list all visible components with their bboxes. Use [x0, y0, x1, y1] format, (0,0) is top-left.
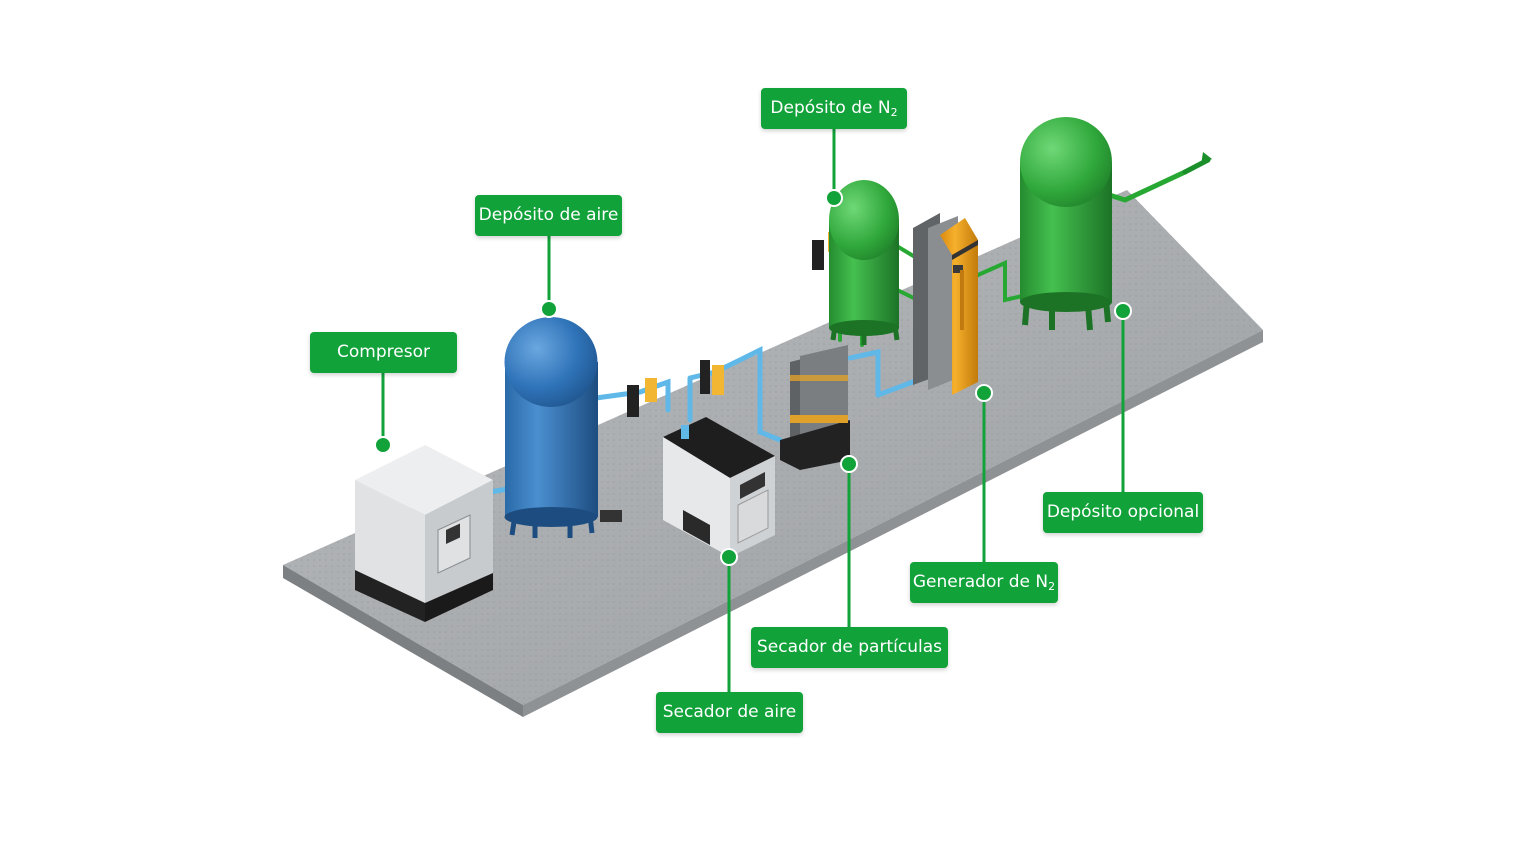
label-optional-tank: Depósito opcional: [1043, 492, 1203, 533]
label-air-tank-text: Depósito de aire: [478, 205, 619, 225]
inline-filters: [627, 232, 840, 417]
label-optional-tank-text: Depósito opcional: [1046, 502, 1200, 522]
label-n2-generator-text: Generador de N2: [912, 571, 1056, 593]
label-n2-tank: Depósito de N2: [761, 88, 907, 129]
air-tank: [504, 317, 622, 538]
label-particle-dryer: Secador de partículas: [751, 627, 948, 668]
platform: [283, 190, 1263, 717]
air-dryer-unit: [663, 417, 775, 557]
particle-dryer-unit: [780, 345, 850, 470]
label-compressor: Compresor: [310, 332, 457, 373]
n2-tank: [829, 180, 900, 345]
label-air-dryer-text: Secador de aire: [662, 702, 797, 722]
label-air-dryer: Secador de aire: [656, 692, 803, 733]
n2-generator-unit: [913, 213, 978, 395]
label-particle-dryer-text: Secador de partículas: [757, 637, 942, 657]
callout-leaders: [374, 129, 1132, 692]
label-air-tank: Depósito de aire: [475, 195, 622, 236]
label-n2-tank-text: Depósito de N2: [770, 97, 898, 119]
compressor-unit: [355, 445, 493, 622]
label-n2-generator: Generador de N2: [910, 562, 1058, 603]
label-compressor-text: Compresor: [337, 342, 430, 362]
optional-tank: [1020, 117, 1112, 331]
